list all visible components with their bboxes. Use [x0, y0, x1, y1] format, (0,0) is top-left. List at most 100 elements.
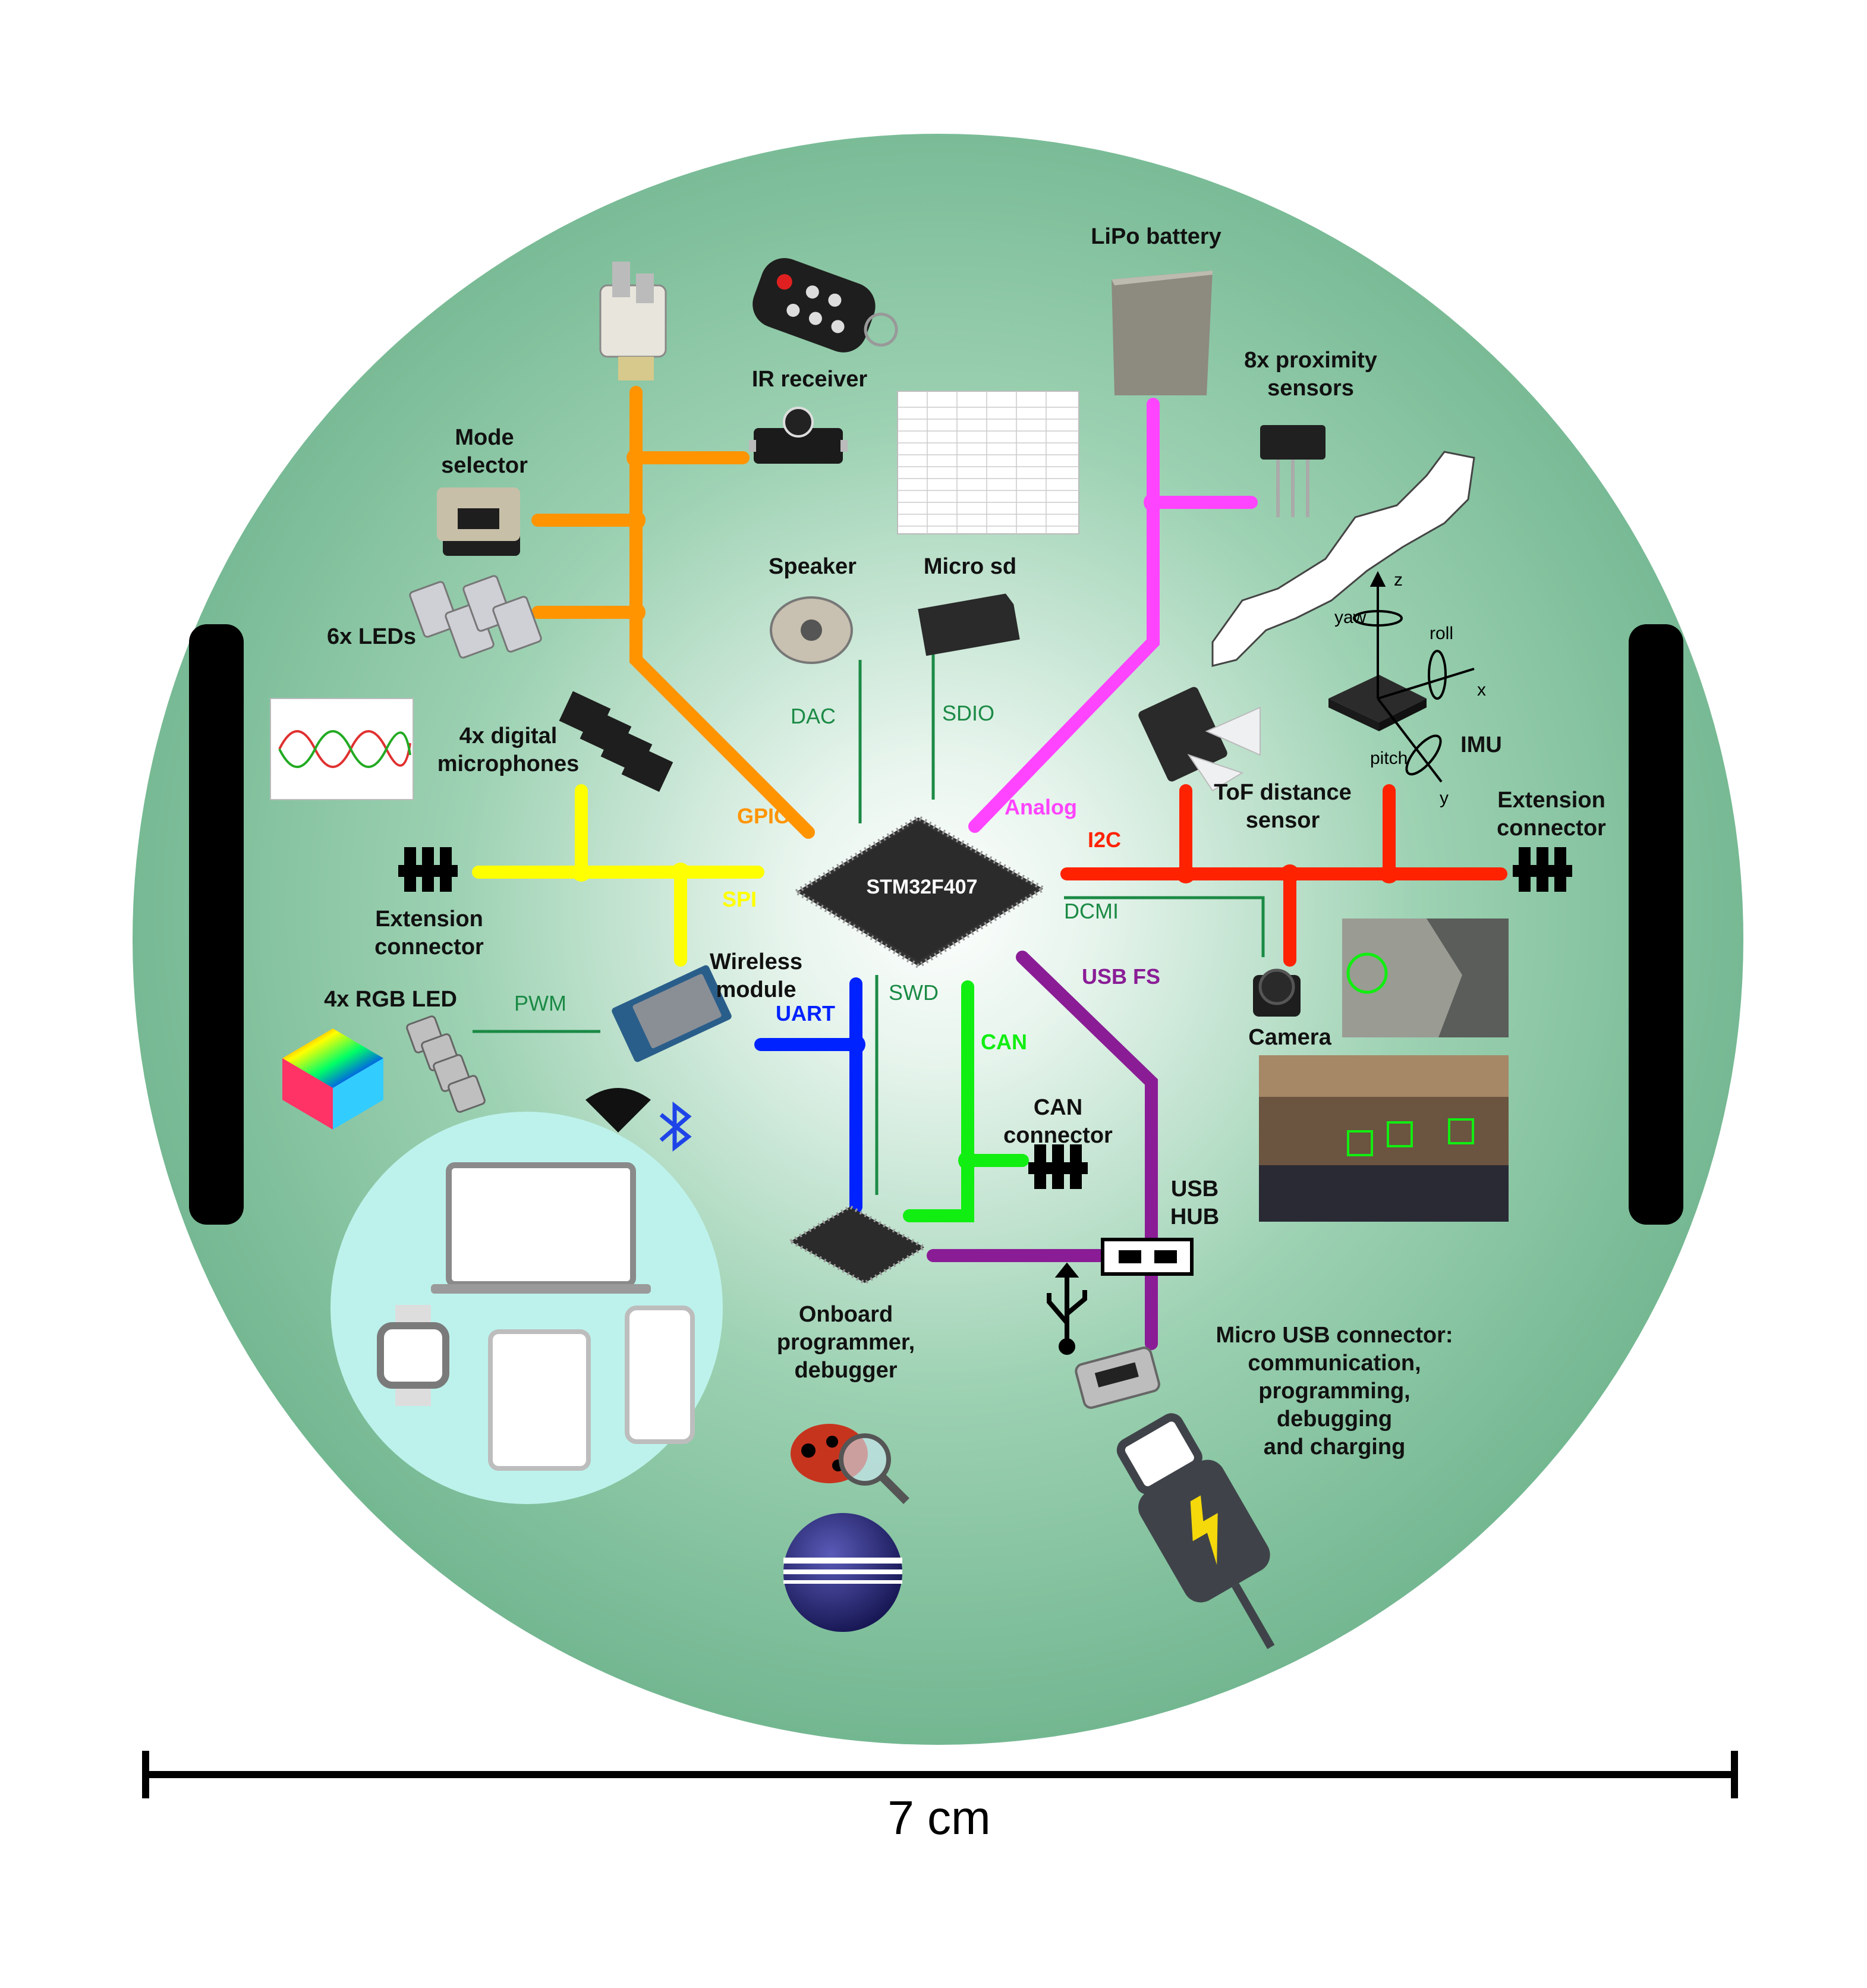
component-labels: LiPo battery 8x proximity sensors IR rec… [324, 224, 1606, 1459]
eclipse-logo-icon [783, 1513, 902, 1632]
lipo-battery-image [1112, 270, 1213, 395]
can-bus-label: CAN [981, 1030, 1027, 1054]
sdio-label: SDIO [942, 701, 994, 725]
proximity-sensor-image [1260, 425, 1326, 517]
usb-hub-label-2: HUB [1170, 1204, 1219, 1229]
tof-sensor-image [1138, 687, 1261, 792]
bluetooth-icon [659, 1101, 692, 1152]
micro-usb-connector-image [1075, 1347, 1160, 1409]
imu-axis-labels: z x y yaw roll pitch [1334, 570, 1486, 808]
mode-label-1: Mode [455, 425, 514, 450]
microusb-label-3: programming, [1258, 1379, 1410, 1404]
ext-left-label-1: Extension [375, 907, 483, 932]
spi-bus-label: SPI [722, 887, 757, 911]
rgb-led-chips-image [406, 1015, 486, 1113]
programmer-label-2: programmer, [777, 1330, 915, 1355]
face-detection-photo [1259, 1055, 1509, 1222]
imu-axis-x: x [1477, 680, 1486, 700]
usb-icon [1047, 1262, 1087, 1355]
programmer-chip [786, 1204, 928, 1285]
imu-axis-z: z [1394, 570, 1403, 590]
swd-label: SWD [889, 980, 939, 1005]
wifi-icon [585, 1088, 651, 1133]
data-table-image [897, 391, 1079, 534]
tof-label-1: ToF distance [1214, 780, 1352, 805]
scale-bar [142, 1751, 1738, 1798]
debug-bug-icon [791, 1424, 909, 1504]
left-wheel [189, 624, 244, 1225]
camera-frame-photo [1342, 918, 1509, 1037]
usb-cable-icon [1116, 1413, 1275, 1649]
laptop-icon [431, 1162, 651, 1294]
wireless-module-image [612, 965, 732, 1062]
leds-label: 6x LEDs [327, 624, 416, 649]
extension-connector-right-icon [1513, 847, 1572, 892]
dac-label: DAC [791, 704, 836, 728]
mode-selector-image [437, 487, 520, 556]
extension-connector-left-icon [398, 847, 458, 892]
rgb-cube-image [282, 1028, 383, 1130]
microusb-label-5: and charging [1264, 1435, 1406, 1459]
dcmi-label: DCMI [1064, 899, 1119, 923]
speaker-image [770, 596, 853, 664]
proximity-label-2: sensors [1267, 376, 1354, 401]
microsd-image [918, 593, 1020, 656]
tablet-icon [488, 1329, 591, 1471]
ext-right-label-1: Extension [1497, 788, 1605, 813]
gpio-bus-label: GPIO [737, 804, 791, 828]
bus-labels: GPIO Analog SPI I2C UART CAN USB FS DAC … [514, 701, 1160, 1054]
usb-hub-label-1: USB [1171, 1177, 1219, 1201]
right-wheel [1629, 624, 1683, 1225]
i2c-bus-label: I2C [1088, 828, 1121, 852]
map-outline-image [1211, 451, 1475, 667]
wireless-label-2: module [716, 977, 796, 1002]
imu-axes [1353, 571, 1475, 783]
ir-label: IR receiver [752, 367, 868, 392]
mcu-label: STM32F407 [866, 876, 977, 898]
ir-receiver-image [749, 407, 848, 464]
imu-axis-pitch: pitch [1370, 748, 1408, 768]
gpio-bus [531, 386, 815, 839]
microusb-label-1: Micro USB connector: [1216, 1323, 1453, 1348]
can-connector-label-2: connector [1003, 1123, 1113, 1148]
scale-label: 7 cm [887, 1791, 990, 1844]
pwm-label: PWM [514, 991, 566, 1015]
imu-axis-yaw: yaw [1334, 608, 1367, 627]
can-connector-label-1: CAN [1034, 1095, 1082, 1120]
rgb-label: 4x RGB LED [324, 987, 457, 1012]
imu-label: IMU [1460, 732, 1502, 757]
speaker-label: Speaker [769, 554, 857, 579]
proximity-label-1: 8x proximity [1244, 348, 1377, 373]
stm32-chip: STM32F407 [792, 814, 1048, 969]
tof-label-2: sensor [1246, 808, 1320, 833]
usb-hub-box [1101, 1238, 1194, 1276]
ir-remote-image [753, 258, 898, 353]
microphones-image [559, 691, 673, 792]
smartphone-icon [625, 1306, 695, 1444]
microusb-label-4: debugging [1277, 1407, 1392, 1432]
camera-image [1253, 968, 1301, 1017]
wireless-label-1: Wireless [710, 949, 802, 974]
microusb-label-2: communication, [1248, 1351, 1421, 1376]
imu-axis-y: y [1440, 788, 1449, 808]
camera-label: Camera [1248, 1025, 1331, 1050]
can-connector-icon [1028, 1144, 1088, 1189]
mode-label-2: selector [441, 453, 528, 478]
lipo-label: LiPo battery [1091, 224, 1221, 249]
uart-bus [754, 977, 862, 1213]
usbfs-bus-label: USB FS [1082, 964, 1160, 989]
imu-axis-roll: roll [1430, 624, 1453, 643]
ext-left-label-2: connector [374, 935, 484, 960]
spi-bus [472, 784, 764, 967]
ext-right-label-2: connector [1497, 816, 1606, 841]
waveform-chart-image [270, 698, 414, 800]
stepper-motors-image [599, 262, 667, 380]
smartwatch-icon [377, 1305, 449, 1406]
leds-image [409, 575, 542, 659]
uart-bus-label: UART [776, 1001, 835, 1026]
analog-bus [968, 398, 1258, 833]
mics-label-1: 4x digital [459, 724, 558, 748]
dcmi-line [1064, 896, 1265, 957]
mics-label-2: microphones [437, 751, 580, 776]
